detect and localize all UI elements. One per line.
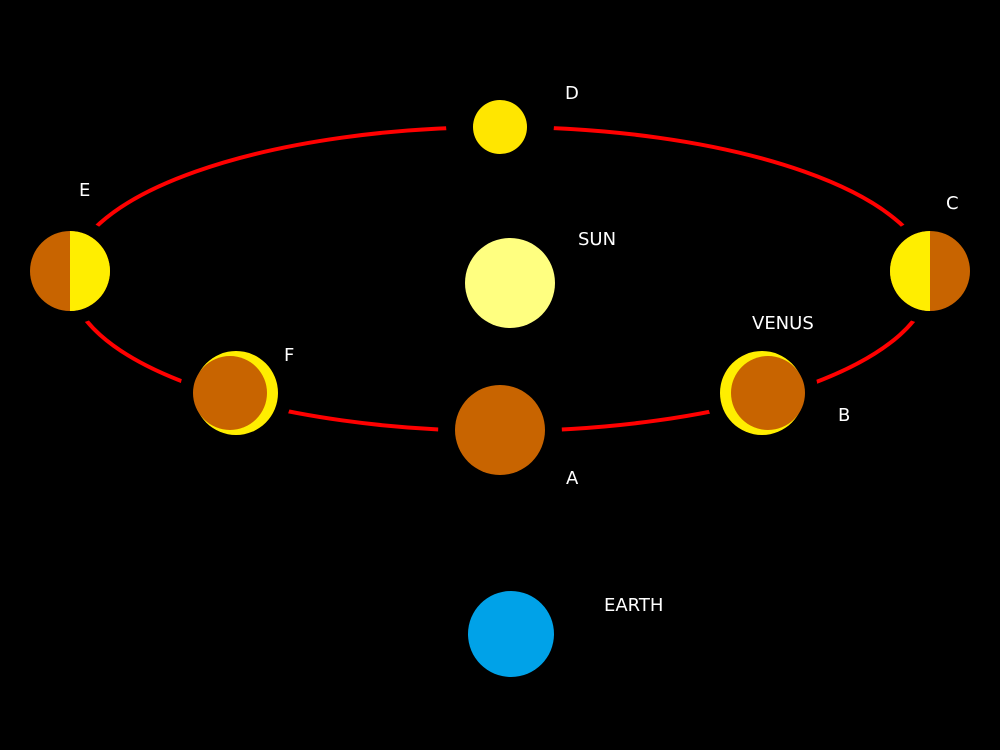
venus-position-d	[446, 58, 554, 178]
label-box	[120, 234, 172, 278]
label-a: A	[566, 468, 579, 489]
venus-position-e	[17, 218, 123, 324]
venus-full-disk	[473, 100, 527, 154]
venus-position-f	[180, 337, 292, 449]
label-box	[548, 70, 588, 100]
venus-position-a	[438, 371, 562, 495]
label-venus: VENUS	[752, 313, 814, 334]
label-box	[297, 354, 331, 390]
sun	[465, 238, 555, 328]
label-earth: EARTH	[604, 595, 664, 616]
venus-dark-disk	[455, 385, 545, 475]
earth	[468, 591, 554, 677]
label-c: C	[946, 193, 959, 214]
venus-dark-disk	[193, 356, 267, 430]
label-b: B	[838, 405, 851, 426]
venus-lit-half	[70, 231, 110, 311]
label-box	[557, 369, 602, 393]
label-d: D	[565, 83, 579, 104]
label-e: E	[79, 180, 91, 201]
label-box	[940, 186, 972, 218]
venus-lit-half	[890, 231, 930, 311]
venus-dark-disk	[731, 356, 805, 430]
label-box	[833, 404, 855, 428]
label-sun: SUN	[578, 229, 617, 250]
venus-position-b	[706, 337, 818, 449]
label-f: F	[284, 345, 295, 366]
venus-position-c	[877, 218, 983, 324]
